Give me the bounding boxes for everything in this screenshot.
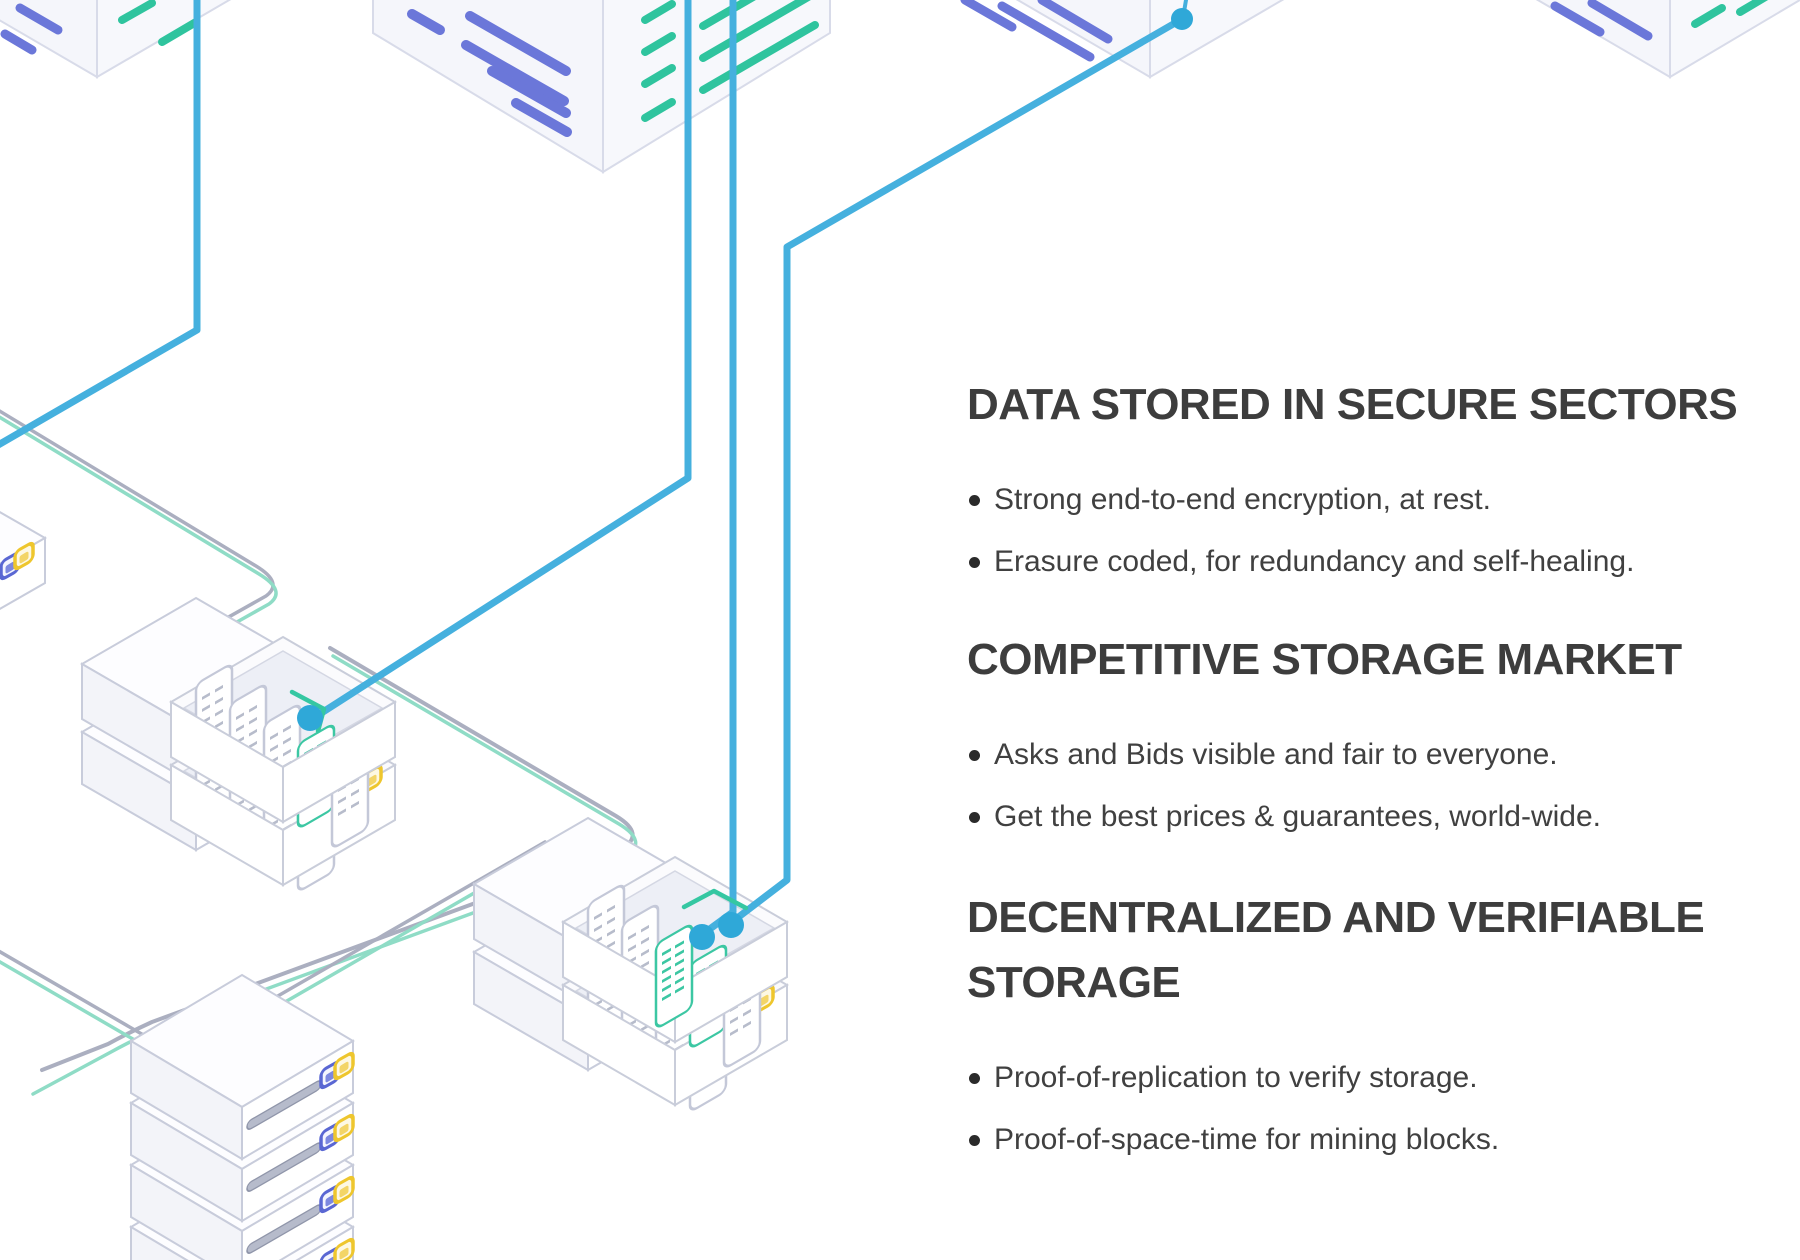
list-item: Asks and Bids visible and fair to everyo…	[967, 724, 1767, 786]
list-item: Strong end-to-end encryption, at rest.	[967, 469, 1767, 531]
server-cluster-center	[474, 818, 787, 1112]
data-cube-top-left	[0, 0, 232, 79]
section-storage-market: COMPETITIVE STORAGE MARKET Asks and Bids…	[967, 627, 1767, 848]
list-item: Proof-of-replication to verify storage.	[967, 1047, 1767, 1109]
purple-stripes	[407, 9, 572, 137]
bullet-dot	[969, 812, 980, 823]
bullet-dot	[969, 1073, 980, 1084]
connection-dot	[297, 705, 323, 731]
section-secure-sectors: DATA STORED IN SECURE SECTORS Strong end…	[967, 372, 1767, 593]
teal-stripes	[118, 0, 200, 46]
connection-dot	[718, 912, 744, 938]
section-heading: DECENTRALIZED AND VERIFIABLE STORAGE	[967, 893, 1705, 1007]
section-verifiable-storage: DECENTRALIZED AND VERIFIABLE STORAGE Pro…	[967, 885, 1767, 1171]
list-item: Get the best prices & guarantees, world-…	[967, 786, 1767, 848]
bullet-list: Strong end-to-end encryption, at rest. E…	[967, 469, 1767, 593]
bullet-list: Asks and Bids visible and fair to everyo…	[967, 724, 1767, 848]
data-line	[0, 0, 201, 448]
bullet-dot	[969, 557, 980, 568]
data-line	[699, 0, 737, 938]
data-line	[728, 15, 1186, 926]
purple-stripes	[1550, 0, 1653, 41]
data-cube-top-center	[372, 0, 831, 174]
bullet-dot	[969, 750, 980, 761]
connection-dots	[297, 8, 1193, 950]
purple-stripes	[960, 0, 1113, 62]
section-heading: DATA STORED IN SECURE SECTORS	[967, 380, 1738, 429]
server-cluster-midleft	[82, 598, 395, 892]
bullet-dot	[969, 1135, 980, 1146]
teal-stripes	[641, 0, 819, 122]
teal-stripes	[1691, 0, 1769, 28]
server-left-edge	[0, 511, 48, 610]
list-item: Proof-of-space-time for mining blocks.	[967, 1109, 1767, 1171]
data-lines	[0, 0, 1189, 938]
network-path	[0, 409, 275, 652]
connection-dot	[1171, 8, 1193, 30]
bullet-list: Proof-of-replication to verify storage. …	[967, 1047, 1767, 1171]
connection-dot	[689, 924, 715, 950]
data-line	[308, 0, 692, 723]
list-item: Erasure coded, for redundancy and self-h…	[967, 531, 1767, 593]
section-heading: COMPETITIVE STORAGE MARKET	[967, 635, 1682, 684]
bullet-dot	[969, 495, 980, 506]
data-cube-far-right	[1535, 0, 1800, 79]
purple-stripes	[0, 3, 63, 55]
network-path	[40, 646, 635, 1072]
